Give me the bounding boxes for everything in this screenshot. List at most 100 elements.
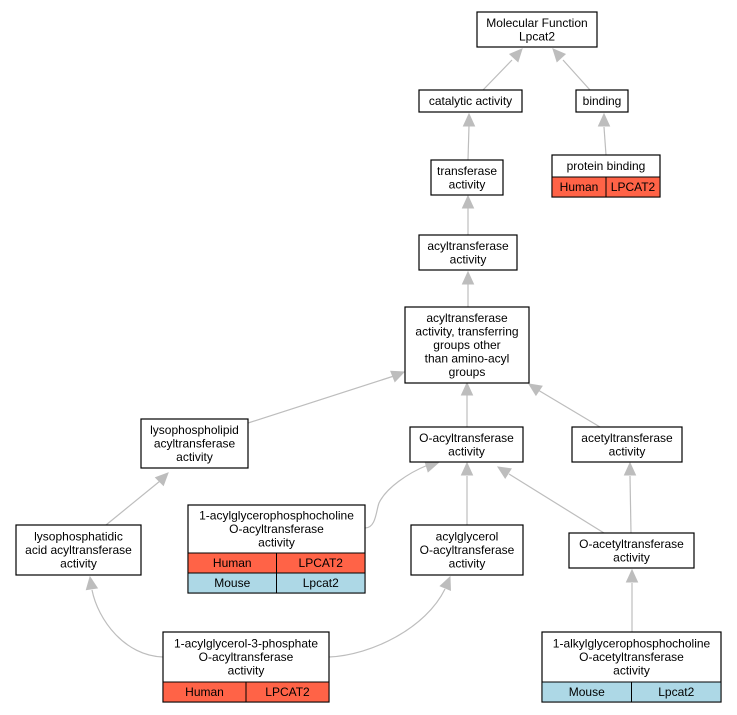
node-catalytic[interactable]: catalytic activity [418, 89, 523, 113]
node-label: O-acyltransferase [229, 522, 324, 536]
edge-line [482, 59, 513, 91]
node-label: than amino-acyl [425, 352, 510, 366]
gene-label: LPCAT2 [299, 556, 344, 570]
arrowhead-icon [508, 48, 523, 63]
arrowhead-icon [496, 466, 512, 480]
node-box [430, 159, 504, 196]
node-label: acylglycerol [436, 530, 499, 544]
node-box [571, 426, 683, 463]
node-label: acyltransferase [154, 437, 236, 451]
node-label: activity [449, 177, 486, 191]
species-label: Mouse [569, 685, 605, 699]
node-alkylglycerophosphocholine[interactable]: 1-alkylglycerophosphocholineO-acetyltran… [541, 631, 722, 703]
node-acylglycerophosphocholine[interactable]: 1-acylglycerophosphocholineO-acyltransfe… [187, 504, 366, 594]
edge-line [562, 59, 591, 91]
node-label: O-acetyltransferase [579, 650, 684, 664]
arrowhead-icon [462, 112, 476, 127]
species-label: Human [560, 180, 599, 194]
edge-line [508, 473, 605, 534]
node-label: Lpcat2 [519, 29, 555, 43]
node-label: activity [613, 664, 650, 678]
arrowhead-icon [528, 383, 543, 397]
node-label: 1-alkylglycerophosphocholine [553, 637, 711, 651]
node-label: catalytic activity [429, 94, 512, 108]
node-label: groups [449, 365, 486, 379]
node-label: lysophosphatidic [34, 530, 123, 544]
arrowhead-icon [390, 370, 406, 383]
species-label: Human [213, 556, 252, 570]
node-label: activity [258, 536, 295, 550]
node-label: O-acyltransferase [419, 431, 514, 445]
arrowhead-icon [552, 48, 567, 63]
node-label: Molecular Function [486, 16, 587, 30]
node-box [575, 89, 629, 113]
node-label: O-acyltransferase [199, 650, 294, 664]
edge-line [629, 475, 632, 534]
node-label: acid acyltransferase [25, 543, 132, 557]
node-box [418, 89, 523, 113]
node-label: acyltransferase [427, 239, 509, 253]
node-box [410, 524, 524, 576]
node-label: activity, transferring [415, 325, 518, 339]
node-label: activity [448, 444, 485, 458]
node-label: groups other [433, 338, 500, 352]
edge-line [537, 389, 601, 428]
node-label: binding [583, 94, 622, 108]
node-label: 1-acylglycerophosphocholine [199, 509, 354, 523]
edge-line [105, 480, 161, 526]
graph-edges [85, 48, 639, 658]
node-box [409, 426, 524, 463]
species-label: Mouse [214, 576, 250, 590]
node-label: O-acetyltransferase [579, 537, 684, 551]
arrowhead-icon [154, 472, 169, 487]
arrowhead-icon [461, 270, 475, 285]
node-label: activity [450, 252, 487, 266]
arrowhead-icon [597, 112, 611, 127]
node-label: activity [609, 444, 646, 458]
node-label: acyltransferase [426, 311, 508, 325]
node-label: activity [449, 557, 486, 571]
node-box [476, 11, 598, 48]
node-label: transferase [437, 164, 497, 178]
node-binding[interactable]: binding [575, 89, 629, 113]
arrowhead-icon [460, 461, 474, 476]
node-box [418, 234, 518, 271]
node-box [568, 532, 695, 569]
arrowhead-icon [625, 568, 639, 583]
node-box [404, 306, 530, 384]
edge-line [247, 375, 395, 424]
arrowhead-icon [460, 381, 474, 396]
node-label: acetyltransferase [581, 431, 673, 445]
node-label: activity [60, 557, 97, 571]
node-label: activity [613, 550, 650, 564]
gene-label: LPCAT2 [611, 180, 656, 194]
node-label: lysophospholipid [150, 423, 239, 437]
arrowhead-icon [85, 575, 99, 591]
node-acylglycerol-3-phosphate[interactable]: 1-acylglycerol-3-phosphateO-acyltransfer… [162, 631, 330, 703]
edge-line [603, 126, 607, 156]
node-label: activity [176, 450, 213, 464]
arrowhead-icon [439, 575, 451, 591]
species-label: Human [185, 685, 224, 699]
node-label: protein binding [567, 159, 646, 173]
arrowhead-icon [424, 460, 440, 473]
node-box [15, 524, 142, 576]
gene-label: LPCAT2 [265, 685, 310, 699]
node-label: O-acyltransferase [420, 543, 515, 557]
arrowhead-icon [461, 194, 475, 209]
edge-line [364, 464, 429, 529]
gene-label: Lpcat2 [303, 576, 339, 590]
